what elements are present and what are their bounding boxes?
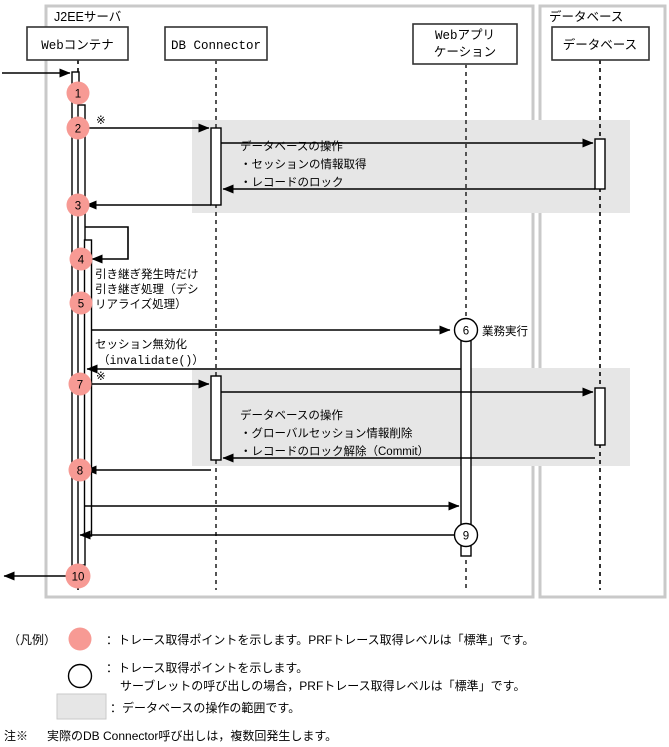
legend-entry-0-line-0: ：トレース取得ポイントを示します。PRFトレース取得レベルは「標準」です。 bbox=[106, 632, 534, 647]
activation-database-2 bbox=[594, 387, 606, 446]
legend: （凡例） ：トレース取得ポイントを示します。PRFトレース取得レベルは「標準」で… bbox=[8, 627, 534, 720]
trace-point-7: 7 bbox=[68, 372, 92, 396]
trace-point-6: 6 bbox=[453, 317, 479, 343]
participant-webapp: Webアプリ ケーション bbox=[412, 23, 518, 65]
legend-entry-1-line-0: ：トレース取得ポイントを示します。 bbox=[106, 660, 308, 675]
participant-webcontainer-label: Webコンテナ bbox=[41, 38, 114, 53]
db-operation-2-item-0: ・グローバルセッション情報削除 bbox=[240, 426, 413, 440]
frame-j2ee-label: J2EEサーバ bbox=[54, 10, 121, 24]
legend-entry-1-line-1: サーブレットの呼び出しの場合，PRFトレース取得レベルは「標準」です。 bbox=[120, 678, 525, 693]
frame-database: データベース bbox=[538, 4, 667, 599]
asterisk-note-step7: ※ bbox=[96, 371, 106, 383]
legend-white-circle-icon bbox=[67, 663, 93, 689]
participant-dbconnector-label: DB Connector bbox=[171, 39, 261, 53]
footnote-text: 実際のDB Connector呼び出しは，複数回発生します。 bbox=[47, 728, 337, 743]
participant-database: データベース bbox=[551, 26, 650, 61]
trace-point-7-number: 7 bbox=[77, 380, 83, 392]
trace-point-9-number: 9 bbox=[463, 531, 469, 543]
handover-note-line1: 引き継ぎ発生時だけ bbox=[95, 267, 199, 281]
activation-dbconnector-1 bbox=[210, 127, 222, 206]
trace-point-4: 4 bbox=[69, 247, 93, 271]
activation-database-1 bbox=[594, 138, 606, 190]
legend-title: （凡例） bbox=[8, 633, 56, 647]
participant-webapp-label-line1: Webアプリ bbox=[435, 28, 495, 43]
footnote: 注※ 実際のDB Connector呼び出しは，複数回発生します。 bbox=[4, 728, 337, 743]
db-operation-2-item-1: ・レコードのロック解除（Commit） bbox=[240, 444, 429, 458]
trace-point-1: 1 bbox=[66, 81, 90, 105]
db-operation-1-item-1: ・レコードのロック bbox=[240, 176, 344, 189]
invalidate-note-line2: （invalidate()） bbox=[98, 354, 204, 368]
footnote-marker: 注※ bbox=[4, 728, 28, 743]
invalidate-note-line1: セッション無効化 bbox=[95, 337, 187, 351]
trace-point-10-number: 10 bbox=[72, 572, 85, 584]
trace-point-5: 5 bbox=[69, 291, 93, 315]
participant-webcontainer: Webコンテナ bbox=[26, 26, 129, 61]
trace-point-2-number: 2 bbox=[75, 124, 81, 136]
trace-point-3-number: 3 bbox=[75, 201, 81, 213]
legend-pink-circle-icon bbox=[68, 627, 92, 651]
activation-dbconnector-2 bbox=[210, 375, 222, 461]
trace-point-3: 3 bbox=[66, 193, 90, 217]
trace-point-1-number: 1 bbox=[75, 89, 81, 101]
db-operation-region-2 bbox=[192, 368, 630, 466]
trace-point-8: 8 bbox=[68, 458, 92, 482]
participant-dbconnector: DB Connector bbox=[164, 26, 268, 61]
asterisk-note-step2: ※ bbox=[96, 115, 106, 127]
db-operation-region-1 bbox=[192, 120, 630, 213]
handover-note-line2: 引き継ぎ処理（デシ bbox=[95, 282, 199, 296]
db-operation-text-1: データベースの操作 ・セッションの情報取得 ・レコードのロック bbox=[240, 139, 367, 189]
frame-j2ee-server: J2EEサーバ bbox=[44, 4, 535, 599]
step6-annotation-label: 業務実行 bbox=[482, 324, 528, 338]
legend-gray-square-icon bbox=[56, 693, 107, 720]
activation-webapp bbox=[460, 329, 472, 557]
participant-database-label: データベース bbox=[563, 37, 637, 53]
db-operation-2-title: データベースの操作 bbox=[240, 408, 343, 422]
trace-point-8-number: 8 bbox=[77, 466, 83, 478]
participant-webapp-label-line2: ケーション bbox=[434, 45, 496, 60]
frame-database-label: データベース bbox=[549, 9, 623, 24]
trace-point-2: 2 bbox=[66, 116, 90, 140]
db-operation-text-2: データベースの操作 ・グローバルセッション情報削除 ・レコードのロック解除（Co… bbox=[240, 408, 429, 458]
trace-point-4-number: 4 bbox=[78, 255, 85, 267]
trace-point-10: 10 bbox=[65, 563, 91, 589]
handover-note-line3: リアライズ処理） bbox=[95, 297, 187, 311]
trace-point-9: 9 bbox=[453, 522, 479, 548]
message-4-self-call-handover bbox=[85, 226, 129, 264]
legend-entry-2-line-0: ：データベースの操作の範囲です。 bbox=[110, 700, 300, 715]
db-operation-1-title: データベースの操作 bbox=[240, 139, 343, 153]
trace-point-5-number: 5 bbox=[78, 299, 84, 311]
trace-point-6-number: 6 bbox=[463, 326, 469, 338]
db-operation-1-item-0: ・セッションの情報取得 bbox=[240, 158, 367, 171]
